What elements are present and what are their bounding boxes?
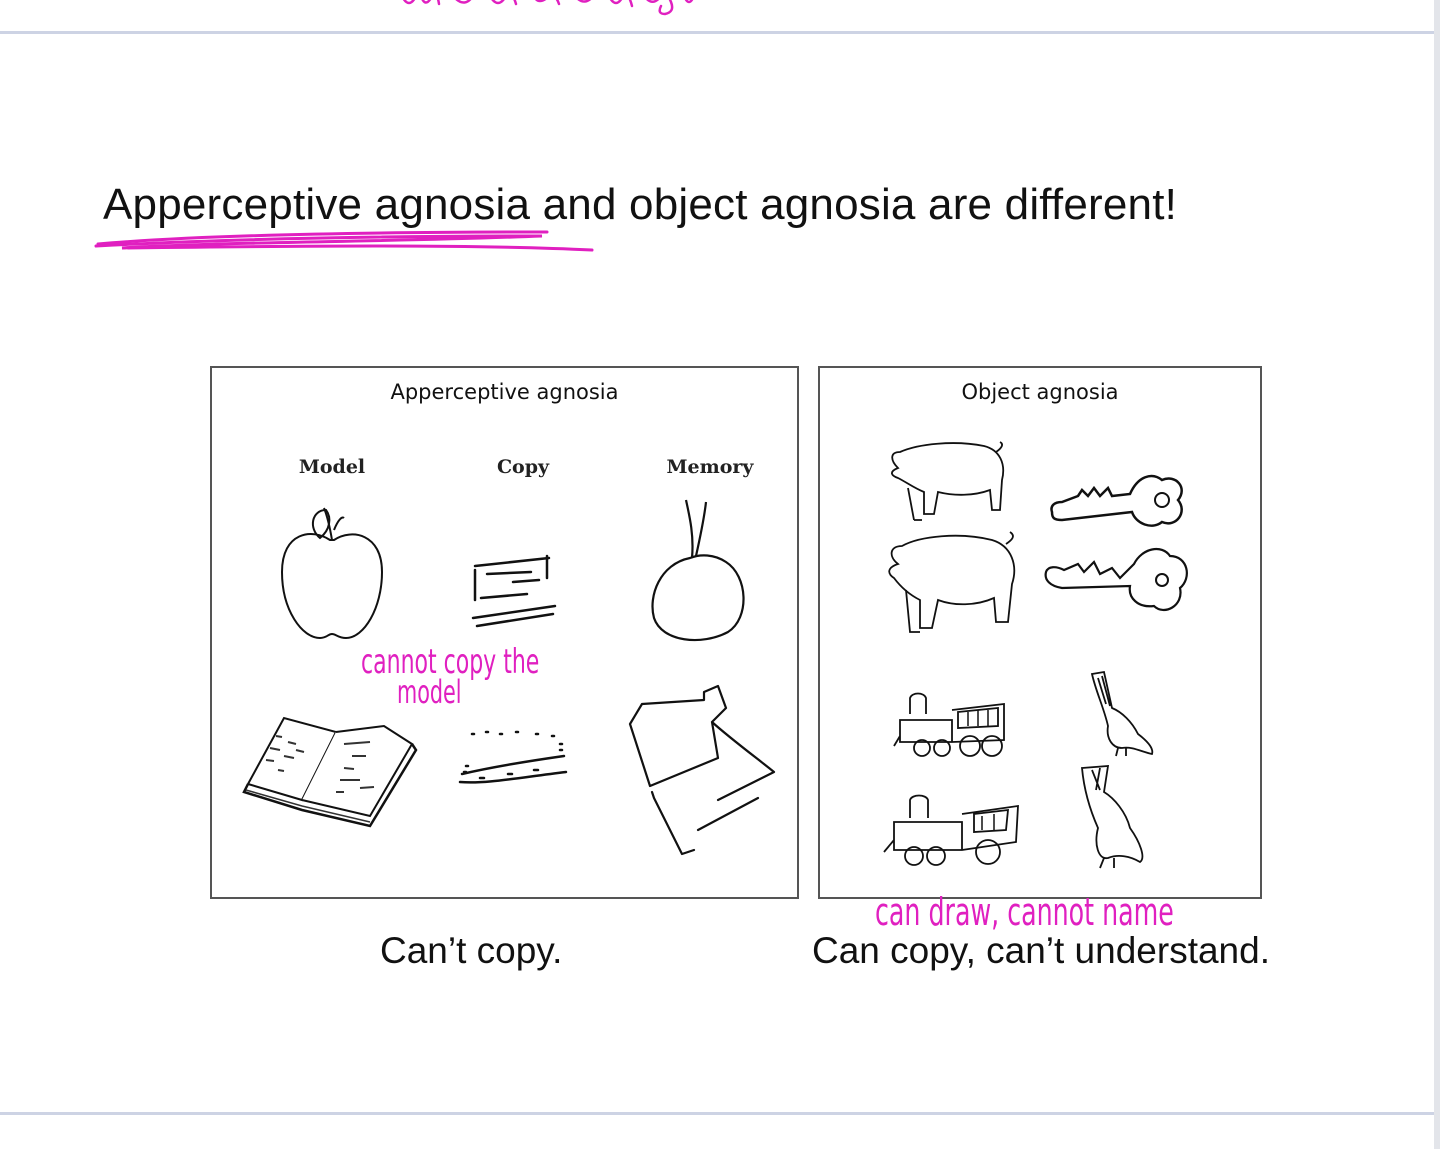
scroll-edge bbox=[1434, 0, 1440, 1149]
previous-page-ink-scribble bbox=[402, 0, 694, 16]
handwritten-note-left-line1: cannot copy the bbox=[361, 642, 540, 682]
page-divider-top bbox=[0, 31, 1435, 34]
apple-drawing-model bbox=[280, 507, 384, 640]
key-drawing-copy bbox=[1044, 547, 1188, 612]
caption-left: Can’t copy. bbox=[380, 930, 563, 971]
figure-apperceptive-agnosia: Apperceptive agnosia Model Copy Memory bbox=[210, 366, 799, 899]
train-drawing-model bbox=[893, 692, 1005, 757]
slide-title: Apperceptive agnosia and object agnosia … bbox=[103, 180, 1178, 229]
bird-drawing-copy bbox=[1081, 765, 1144, 869]
column-header-model: Model bbox=[298, 456, 366, 478]
train-drawing-copy bbox=[883, 794, 1019, 866]
title-underline-mark bbox=[94, 230, 594, 252]
book-drawing-model bbox=[242, 716, 418, 828]
apple-drawing-copy bbox=[471, 554, 557, 628]
pig-drawing-copy bbox=[888, 531, 1016, 633]
column-header-copy: Copy bbox=[496, 456, 550, 478]
figure-object-agnosia: Object agnosia bbox=[818, 366, 1262, 899]
pig-drawing-model bbox=[891, 441, 1005, 521]
figure-title: Object agnosia bbox=[961, 380, 1119, 404]
column-header-memory: Memory bbox=[666, 456, 754, 478]
handwritten-note-right: can draw, cannot name bbox=[875, 890, 1174, 934]
bird-drawing-model bbox=[1090, 670, 1154, 757]
figure-title: Apperceptive agnosia bbox=[390, 380, 619, 404]
handwritten-note-left-line2: model bbox=[397, 673, 462, 711]
book-drawing-copy bbox=[458, 730, 568, 784]
page-divider-bottom bbox=[0, 1112, 1435, 1115]
key-drawing-model bbox=[1050, 474, 1183, 527]
caption-right: Can copy, can’t understand. bbox=[812, 930, 1270, 971]
apple-drawing-memory bbox=[651, 499, 745, 642]
book-drawing-memory bbox=[628, 684, 776, 856]
